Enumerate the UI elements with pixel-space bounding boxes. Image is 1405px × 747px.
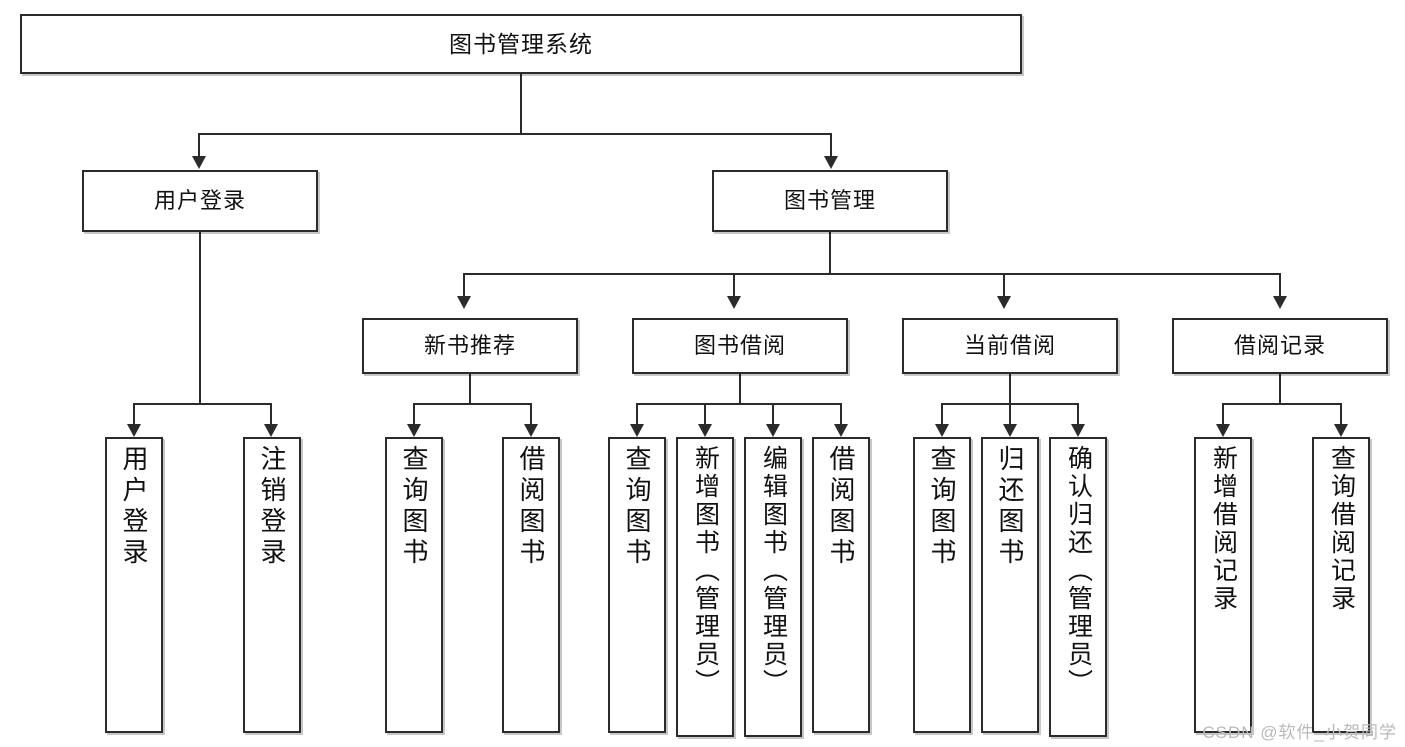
node-leaf-edit-book[interactable]: 编辑图书（管理员） — [744, 437, 802, 737]
node-leaf-query-record-label: 查询借阅记录 — [1327, 445, 1356, 613]
node-leaf-confirm-return[interactable]: 确认归还（管理员） — [1049, 437, 1107, 737]
node-book-management[interactable]: 图书管理 — [712, 170, 948, 232]
connector-bookmgmt-drop-2 — [733, 273, 735, 297]
connector-borrowrecord-drop-2 — [1340, 403, 1342, 425]
node-leaf-query-book-1[interactable]: 查询图书 — [385, 437, 443, 733]
node-new-book-recommend[interactable]: 新书推荐 — [362, 318, 578, 374]
connector-root-bus — [198, 133, 832, 135]
node-leaf-query-book-3-label: 查询图书 — [927, 445, 957, 569]
node-leaf-query-book-2[interactable]: 查询图书 — [608, 437, 666, 733]
node-root-label: 图书管理系统 — [449, 30, 593, 57]
node-leaf-add-record-label: 新增借阅记录 — [1209, 445, 1238, 613]
node-borrow-record[interactable]: 借阅记录 — [1172, 318, 1388, 374]
arrowhead-leaf-borrow-book-2 — [834, 424, 848, 437]
connector-bookborrow-bus — [636, 403, 841, 405]
arrowhead-leaf-confirm-return — [1071, 424, 1085, 437]
node-book-borrow-label: 图书借阅 — [693, 333, 786, 359]
connector-currentborrow-drop-3 — [1077, 403, 1079, 425]
node-leaf-return-book-label: 归还图书 — [995, 445, 1025, 569]
node-current-borrow[interactable]: 当前借阅 — [902, 318, 1118, 374]
node-leaf-edit-book-label: 编辑图书（管理员） — [759, 445, 788, 697]
node-leaf-add-record[interactable]: 新增借阅记录 — [1194, 437, 1252, 733]
node-leaf-query-book-3[interactable]: 查询图书 — [913, 437, 971, 733]
connector-userlogin-stem — [199, 232, 201, 404]
arrowhead-user-login — [192, 156, 206, 169]
connector-bookborrow-stem — [739, 374, 741, 404]
node-user-login[interactable]: 用户登录 — [82, 170, 318, 232]
arrowhead-new-book-recommend — [457, 296, 471, 309]
node-leaf-borrow-book-1-label: 借阅图书 — [516, 445, 546, 569]
connector-bookmgmt-bus — [463, 273, 1280, 275]
arrowhead-leaf-query-record — [1334, 424, 1348, 437]
node-root[interactable]: 图书管理系统 — [20, 14, 1022, 74]
arrowhead-leaf-logout — [264, 424, 278, 437]
connector-currentborrow-stem — [1009, 374, 1011, 404]
connector-bookborrow-drop-4 — [840, 403, 842, 425]
arrowhead-leaf-query-book-1 — [407, 424, 421, 437]
connector-bookmgmt-drop-1 — [463, 273, 465, 297]
connector-newbook-drop-1 — [413, 403, 415, 425]
node-user-login-label: 用户登录 — [153, 188, 246, 214]
arrowhead-current-borrow — [997, 296, 1011, 309]
connector-userlogin-drop-2 — [270, 403, 272, 425]
connector-bookmgmt-drop-4 — [1279, 273, 1281, 297]
node-leaf-borrow-book-2[interactable]: 借阅图书 — [812, 437, 870, 733]
arrowhead-book-management — [824, 156, 838, 169]
connector-bookborrow-drop-1 — [636, 403, 638, 425]
connector-newbook-drop-2 — [530, 403, 532, 425]
node-leaf-borrow-book-1[interactable]: 借阅图书 — [502, 437, 560, 733]
connector-bookborrow-drop-2 — [704, 403, 706, 425]
node-leaf-query-record[interactable]: 查询借阅记录 — [1312, 437, 1370, 733]
node-book-management-label: 图书管理 — [783, 188, 876, 214]
connector-borrowrecord-drop-1 — [1222, 403, 1224, 425]
arrowhead-leaf-edit-book — [766, 424, 780, 437]
connector-bookmgmt-drop-3 — [1003, 273, 1005, 297]
arrowhead-leaf-add-record — [1216, 424, 1230, 437]
arrowhead-book-borrow — [727, 296, 741, 309]
connector-userlogin-bus — [133, 403, 271, 405]
node-leaf-logout[interactable]: 注销登录 — [243, 437, 301, 733]
connector-currentborrow-drop-2 — [1009, 403, 1011, 425]
arrowhead-borrow-record — [1273, 296, 1287, 309]
connector-userlogin-drop-1 — [133, 403, 135, 425]
node-leaf-user-login-label: 用户登录 — [119, 445, 149, 569]
connector-borrowrecord-bus — [1222, 403, 1341, 405]
arrowhead-leaf-query-book-3 — [935, 424, 949, 437]
node-current-borrow-label: 当前借阅 — [963, 333, 1056, 359]
connector-newbook-bus — [413, 403, 531, 405]
connector-newbook-stem — [469, 374, 471, 404]
connector-currentborrow-drop-1 — [941, 403, 943, 425]
node-leaf-logout-label: 注销登录 — [257, 445, 287, 569]
connector-root-drop-left — [198, 133, 200, 157]
node-leaf-confirm-return-label: 确认归还（管理员） — [1064, 445, 1093, 697]
connector-root-stem — [520, 74, 522, 134]
node-leaf-return-book[interactable]: 归还图书 — [981, 437, 1039, 733]
arrowhead-leaf-return-book — [1003, 424, 1017, 437]
arrowhead-leaf-borrow-book-1 — [524, 424, 538, 437]
node-leaf-query-book-2-label: 查询图书 — [622, 445, 652, 569]
node-borrow-record-label: 借阅记录 — [1233, 333, 1326, 359]
connector-bookborrow-drop-3 — [772, 403, 774, 425]
arrowhead-leaf-user-login — [127, 424, 141, 437]
connector-root-drop-right — [830, 133, 832, 157]
arrowhead-leaf-add-book — [698, 424, 712, 437]
connector-borrowrecord-stem — [1279, 374, 1281, 404]
node-leaf-borrow-book-2-label: 借阅图书 — [826, 445, 856, 569]
node-new-book-recommend-label: 新书推荐 — [423, 333, 516, 359]
connector-bookmgmt-stem — [829, 232, 831, 274]
node-book-borrow[interactable]: 图书借阅 — [632, 318, 848, 374]
node-leaf-add-book-label: 新增图书（管理员） — [691, 445, 720, 697]
arrowhead-leaf-query-book-2 — [630, 424, 644, 437]
node-leaf-query-book-1-label: 查询图书 — [399, 445, 429, 569]
node-leaf-add-book[interactable]: 新增图书（管理员） — [676, 437, 734, 737]
node-leaf-user-login[interactable]: 用户登录 — [105, 437, 163, 733]
